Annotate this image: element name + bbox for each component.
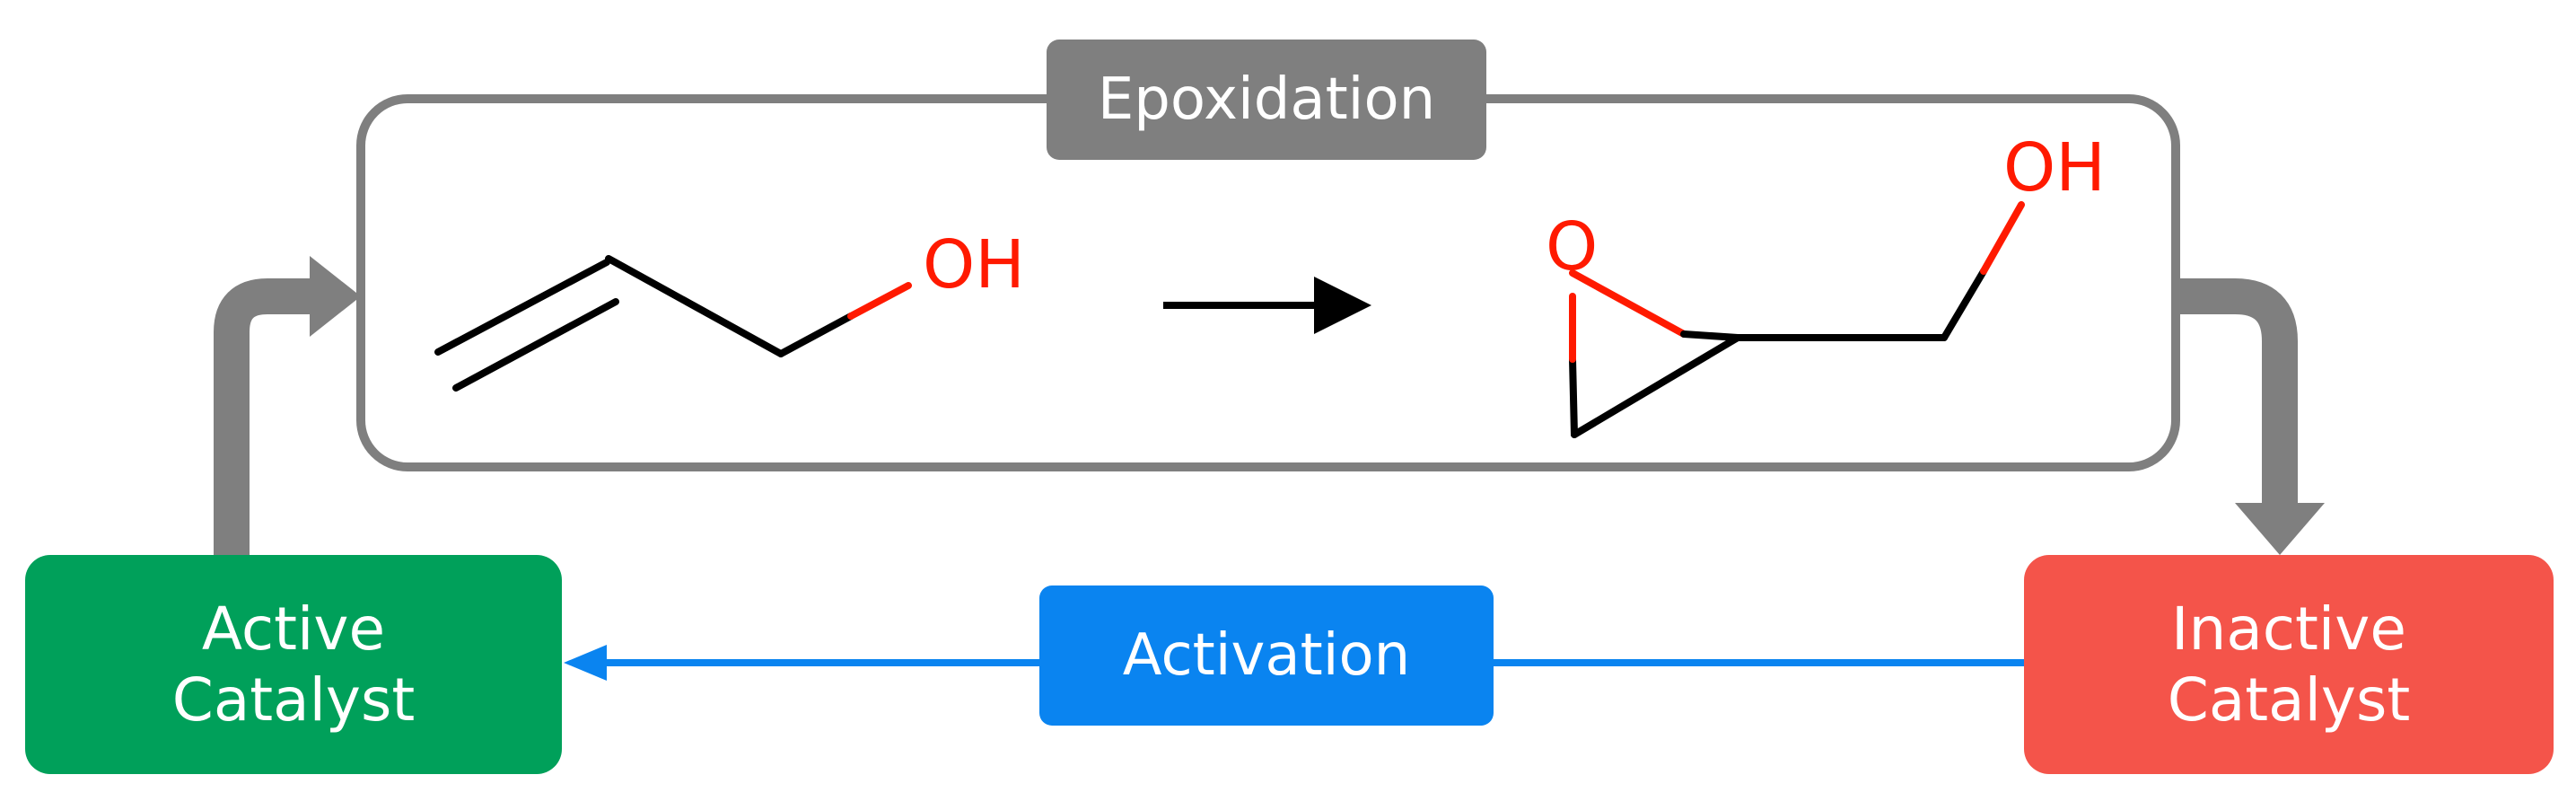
active-catalyst-line2: Catalyst <box>171 665 416 735</box>
activation-arrow-head <box>564 645 607 681</box>
cycle-arrow-down-head <box>2235 503 2325 555</box>
product-hydroxyl-label: OH <box>2003 129 2106 207</box>
epoxidation-label-text: Epoxidation <box>1097 66 1436 133</box>
active-catalyst-node: Active Catalyst <box>25 555 562 774</box>
product-epoxide-oxygen-label: O <box>1546 208 1598 286</box>
inactive-catalyst-line1: Inactive <box>2171 594 2406 664</box>
active-catalyst-line1: Active <box>201 594 386 664</box>
epoxidation-label: Epoxidation <box>1047 40 1486 160</box>
cycle-arrow-down <box>2176 278 2298 507</box>
reactant-hydroxyl-label: OH <box>923 226 1025 304</box>
inactive-catalyst-node: Inactive Catalyst <box>2024 555 2554 774</box>
product-glycidol <box>1569 201 2025 438</box>
inactive-catalyst-line2: Catalyst <box>2167 665 2411 735</box>
activation-label: Activation <box>1039 585 1494 726</box>
reactant-allyl-alcohol <box>434 255 912 392</box>
cycle-arrow-up <box>214 278 314 555</box>
activation-label-text: Activation <box>1122 621 1411 689</box>
cycle-arrow-up-head <box>310 256 361 337</box>
